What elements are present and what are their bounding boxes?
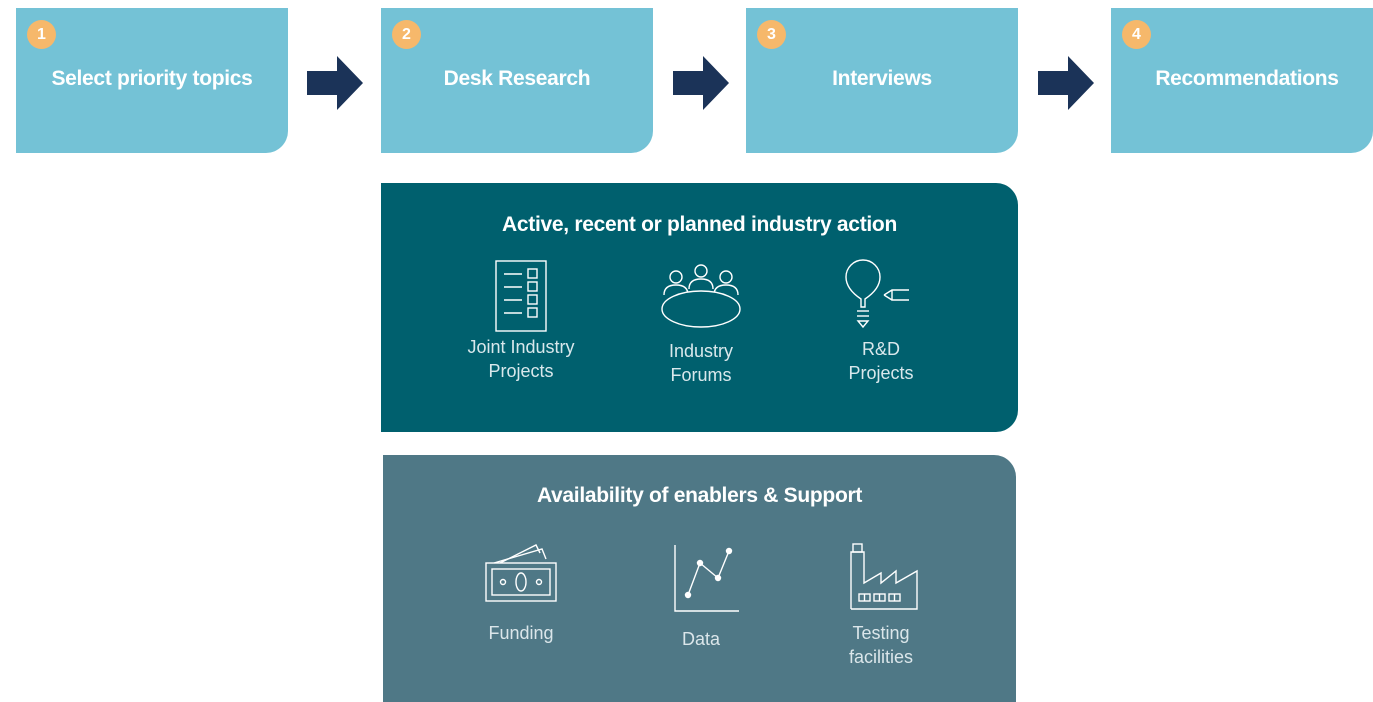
item-label-line2: facilities xyxy=(848,647,914,667)
rd-projects-item: R&D Projects xyxy=(801,259,961,385)
panel-title: Active, recent or planned industry actio… xyxy=(502,213,897,236)
industry-forums-item: Industry Forums xyxy=(621,263,781,387)
data-item: Data xyxy=(621,543,781,651)
panel-title: Availability of enablers & Support xyxy=(536,484,863,507)
arrow-right-icon xyxy=(1038,56,1094,110)
funding-item: Funding xyxy=(441,543,601,645)
factory-icon xyxy=(850,543,918,610)
step-number-badge: 1 xyxy=(27,20,56,49)
meeting-table-icon xyxy=(661,264,741,328)
item-label-line2: Projects xyxy=(488,361,554,381)
step-title: Interviews xyxy=(832,67,932,90)
joint-industry-projects-item: Joint Industry Projects xyxy=(441,259,601,383)
arrow-right-icon xyxy=(307,56,363,110)
testing-facilities-item: Testing facilities xyxy=(801,543,961,669)
item-label-line1: Testing xyxy=(852,623,910,643)
item-label-line1: Joint Industry xyxy=(467,337,575,357)
item-label-line1: Funding xyxy=(488,623,554,643)
step-3-box: 3 Interviews xyxy=(746,8,1018,153)
lightbulb-icon xyxy=(845,259,909,329)
step-1-box: 1 Select priority topics xyxy=(16,8,288,153)
item-label-line2: Forums xyxy=(670,365,732,385)
step-4-box: 4 Recommendations xyxy=(1111,8,1373,153)
step-title: Recommendations xyxy=(1155,67,1339,90)
step-2-box: 2 Desk Research xyxy=(381,8,653,153)
item-label-line1: R&D xyxy=(861,339,900,359)
banknotes-icon xyxy=(485,544,557,602)
item-label-line1: Data xyxy=(681,629,721,649)
line-chart-icon xyxy=(674,545,739,612)
step-number-badge: 2 xyxy=(392,20,421,49)
industry-action-panel: Active, recent or planned industry actio… xyxy=(381,183,1018,432)
step-number-badge: 3 xyxy=(757,20,786,49)
item-label-line2: Projects xyxy=(848,363,914,383)
step-title: Desk Research xyxy=(443,67,591,90)
step-title: Select priority topics xyxy=(51,67,253,90)
enablers-panel: Availability of enablers & Support Fundi… xyxy=(383,455,1016,702)
arrow-right-icon xyxy=(673,56,729,110)
checklist-icon xyxy=(495,260,547,332)
step-number-badge: 4 xyxy=(1122,20,1151,49)
item-label-line1: Industry xyxy=(668,341,734,361)
